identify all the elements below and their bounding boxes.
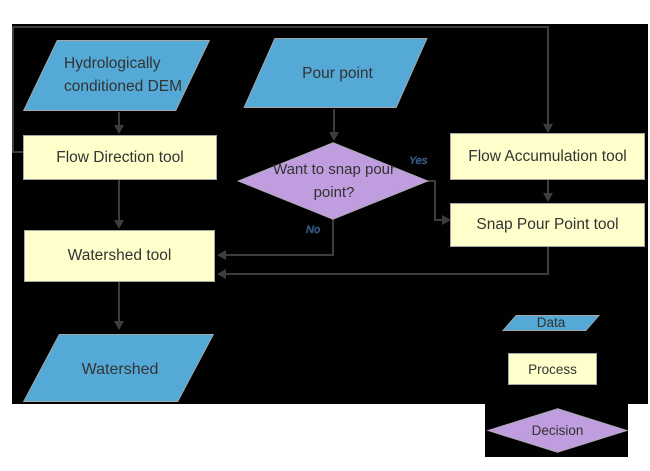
node-decision-label: Want to snap pour point? — [272, 161, 395, 201]
edge-decision-snappourpoint-seg3 — [434, 219, 444, 221]
legend-process-label: Process — [528, 361, 577, 377]
edge-flowdirection-flowaccumulation-seg1 — [12, 151, 24, 153]
legend-process-shape: Process — [508, 353, 597, 385]
edge-watershedtool-watershed-seg — [118, 281, 120, 322]
edge-dem-flowdirection-seg — [118, 112, 120, 126]
edge-flowdirection-flowaccumulation-seg4 — [547, 26, 549, 126]
node-pour-point-label: Pour point — [302, 64, 373, 82]
node-dem-label: Hydrologically conditioned DEM — [64, 55, 183, 95]
edge-flowdirection-watershedtool-seg — [118, 179, 120, 221]
edge-snappourpoint-watershedtool-seg2 — [226, 273, 549, 275]
edge-label-yes: Yes — [409, 155, 428, 167]
edge-decision-snappourpoint-seg1 — [427, 180, 436, 182]
edge-flowdirection-flowaccumulation-seg3 — [12, 26, 549, 28]
edge-flowdirection-flowaccumulation-seg2 — [12, 26, 14, 153]
edge-pourpoint-decision-seg — [333, 109, 335, 133]
node-snap-pour-point: Snap Pour Point tool — [450, 203, 645, 247]
edge-flowdirection-flowaccumulation-arrowhead — [543, 124, 553, 133]
edge-decision-snappourpoint-arrowhead — [442, 215, 451, 225]
edge-snappourpoint-watershedtool-arrowhead — [217, 269, 226, 279]
edge-decision-watershedtool-seg2 — [226, 254, 334, 256]
edge-decision-snappourpoint-seg2 — [434, 180, 436, 221]
edge-watershedtool-watershed-arrowhead — [114, 321, 124, 330]
node-watershed-tool: Watershed tool — [24, 230, 215, 282]
node-decision-shape — [236, 142, 430, 220]
edge-pourpoint-decision-arrowhead — [329, 132, 339, 141]
legend-decision-shape — [486, 408, 629, 453]
legend-data-label: Data — [536, 315, 566, 330]
node-flow-direction: Flow Direction tool — [23, 135, 217, 180]
node-flow-direction-label: Flow Direction tool — [56, 148, 184, 166]
edge-flowaccumulation-snappourpoint-arrowhead — [543, 193, 553, 202]
node-watershed-tool-label: Watershed tool — [67, 247, 172, 264]
node-flow-accumulation: Flow Accumulation tool — [450, 133, 645, 180]
edge-decision-watershedtool-seg1 — [332, 219, 334, 256]
edge-flowaccumulation-snappourpoint-seg — [547, 179, 549, 194]
edge-snappourpoint-watershedtool-seg1 — [547, 246, 549, 275]
node-flow-accumulation-label: Flow Accumulation tool — [468, 147, 627, 165]
edge-dem-flowdirection-arrowhead — [114, 125, 124, 134]
edge-flowdirection-watershedtool-arrowhead — [114, 220, 124, 229]
edge-label-no: No — [306, 224, 321, 236]
node-watershed-output-label: Watershed — [81, 360, 159, 378]
edge-decision-watershedtool-arrowhead — [217, 250, 226, 260]
node-snap-pour-point-label: Snap Pour Point tool — [476, 216, 619, 233]
legend-decision-label: Decision — [531, 423, 584, 438]
